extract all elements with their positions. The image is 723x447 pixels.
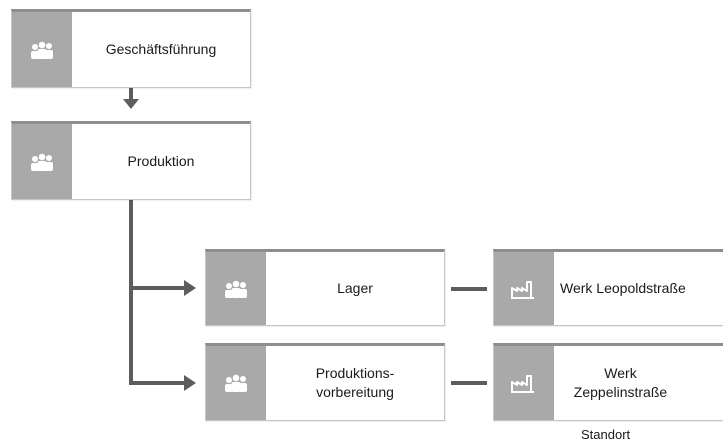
connector-gf-prod xyxy=(129,88,133,100)
connector-to-lager xyxy=(129,286,185,290)
node-produktion[interactable]: Produktion xyxy=(11,121,251,200)
node-werk-leopoldstrasse[interactable]: Werk Leopoldstraße xyxy=(493,249,723,326)
caption-standort: Standort xyxy=(581,427,631,442)
connector-prod-trunk xyxy=(129,200,133,385)
connector-to-vorbereitung xyxy=(129,381,185,385)
arrowhead-right xyxy=(184,280,196,296)
node-label: Werk Zeppelinstraße xyxy=(573,365,668,400)
node-label: Produktions- vorbereitung xyxy=(315,365,395,400)
org-unit-icon xyxy=(12,124,72,199)
node-label: Geschäftsführung xyxy=(105,41,217,57)
factory-icon xyxy=(494,346,554,420)
connector-vorbereitung-werk xyxy=(451,381,487,385)
node-geschaeftsfuehrung[interactable]: Geschäftsführung xyxy=(11,9,251,88)
node-label: Lager xyxy=(337,280,373,296)
node-produktionsvorbereitung[interactable]: Produktions- vorbereitung xyxy=(205,343,445,421)
node-label: Werk Leopoldstraße xyxy=(560,280,686,296)
node-lager[interactable]: Lager xyxy=(205,249,445,326)
connector-lager-werk xyxy=(451,287,487,291)
factory-icon xyxy=(494,252,554,325)
org-unit-icon xyxy=(12,12,72,87)
arrowhead-down xyxy=(123,99,139,109)
org-unit-icon xyxy=(206,346,266,420)
node-label: Produktion xyxy=(127,153,195,169)
node-werk-zeppelinstrasse[interactable]: Werk Zeppelinstraße xyxy=(493,343,723,421)
org-unit-icon xyxy=(206,252,266,325)
arrowhead-right xyxy=(184,375,196,391)
